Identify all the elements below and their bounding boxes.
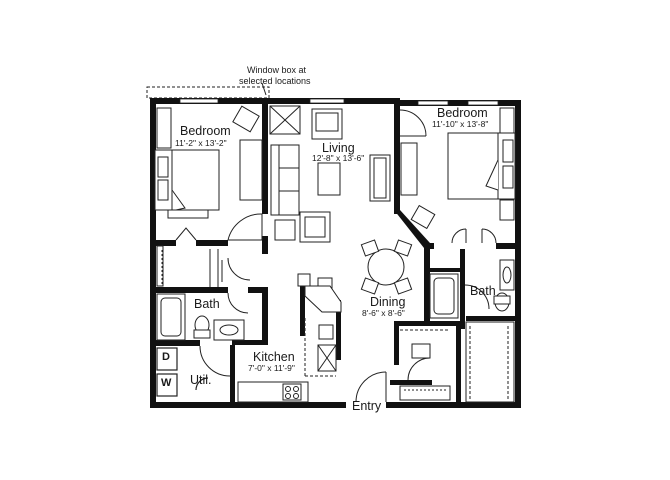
dresser-right <box>400 142 418 196</box>
room-dims-living: 12'-8" x 13'-6" <box>312 153 365 163</box>
dryer-label: D <box>162 351 170 363</box>
room-name-kitchen: Kitchen <box>253 350 295 364</box>
room-dims-dining: 8'-6" x 8'-6" <box>362 308 405 318</box>
room-name-bath-left: Bath <box>194 297 220 311</box>
left-bath-fixtures <box>156 293 245 341</box>
annotation-line-2: selected locations <box>239 76 311 86</box>
washer-box <box>156 373 178 397</box>
right-bath-fixtures <box>429 259 515 403</box>
entry-area <box>355 329 451 403</box>
utility-fixtures <box>156 347 209 397</box>
dining-table <box>360 239 413 295</box>
living-furniture <box>269 105 391 243</box>
room-name-utility: Util. <box>190 373 212 387</box>
sofa <box>270 144 300 216</box>
room-name-dining: Dining <box>370 295 406 309</box>
room-dims-bedroom-left: 11'-2" x 13'-2" <box>175 138 227 148</box>
annotation-line-1: Window box at <box>247 65 307 75</box>
room-name-bath-right: Bath <box>470 284 496 298</box>
room-name-living: Living <box>322 141 355 155</box>
room-name-entry: Entry <box>352 399 382 413</box>
washer-label: W <box>161 377 172 389</box>
coffee-table <box>317 162 341 196</box>
window-box-outline <box>146 86 270 99</box>
windows <box>179 98 499 106</box>
room-name-bedroom-right: Bedroom <box>437 106 488 120</box>
nightstand <box>156 107 172 149</box>
annotation-leader <box>261 82 267 96</box>
room-dims-bedroom-right: 11'-10" x 13'-8" <box>432 119 489 129</box>
dresser <box>239 139 263 201</box>
room-dims-kitchen: 7'-0" x 11'-9" <box>248 363 295 373</box>
room-name-bedroom-left: Bedroom <box>180 124 231 138</box>
kitchen-fixtures <box>199 273 342 403</box>
nightstand-right <box>499 107 515 135</box>
left-bedroom-furniture <box>154 105 263 287</box>
dryer-box <box>156 347 178 371</box>
right-bedroom-furniture <box>400 107 516 244</box>
